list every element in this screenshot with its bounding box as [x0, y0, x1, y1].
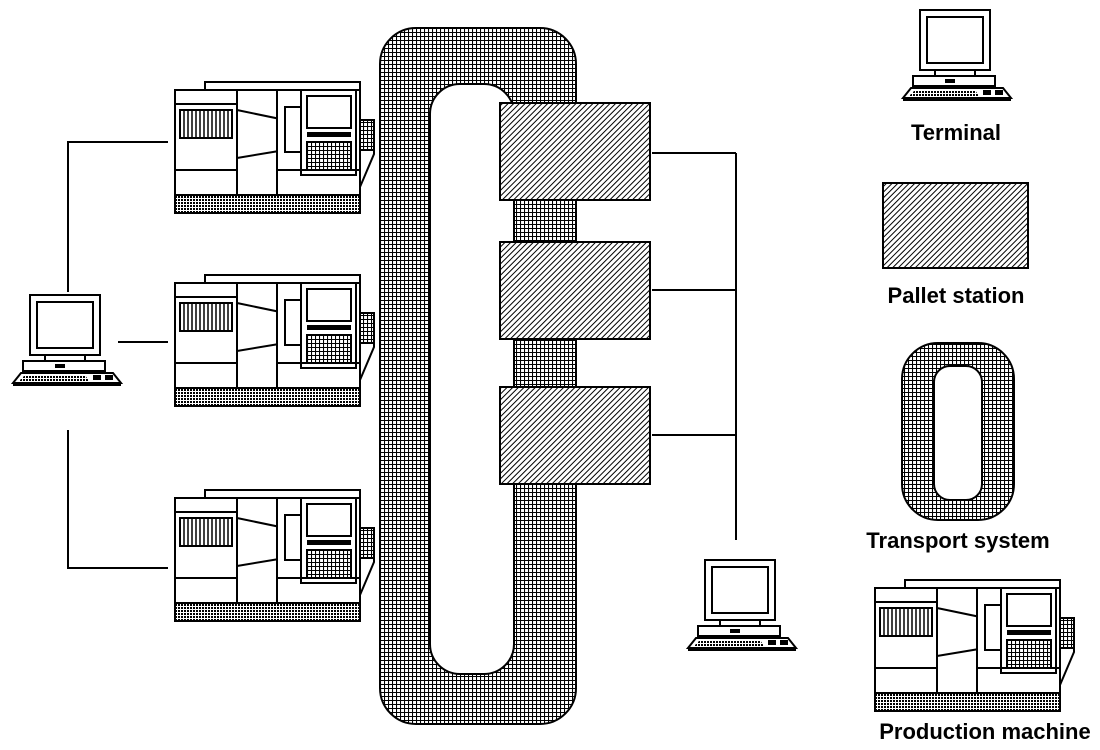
production-machine-2 — [174, 274, 375, 407]
legend-transport-system-label: Transport system — [866, 528, 1049, 553]
pallet-station-1 — [499, 102, 651, 201]
production-machine-1 — [174, 81, 375, 214]
transport-loop — [379, 27, 577, 725]
control-terminal — [12, 294, 122, 386]
pallet-station-icon — [882, 182, 1029, 269]
production-machine-icon — [874, 579, 1075, 712]
legend-terminal-label: Terminal — [911, 120, 1001, 145]
station-terminal — [687, 559, 797, 651]
transport-system-icon — [901, 342, 1015, 521]
pallet-station-2 — [499, 241, 651, 340]
pallet-station-3 — [499, 386, 651, 485]
legend-production-machine-label: Production machine — [879, 719, 1090, 744]
legend: Terminal Pallet station Transport system… — [866, 9, 1091, 744]
left-network-lines — [67, 141, 168, 569]
legend-pallet-station-label: Pallet station — [888, 283, 1025, 308]
right-network-lines — [652, 152, 737, 540]
terminal-icon — [902, 9, 1012, 101]
production-machine-3 — [174, 489, 375, 622]
